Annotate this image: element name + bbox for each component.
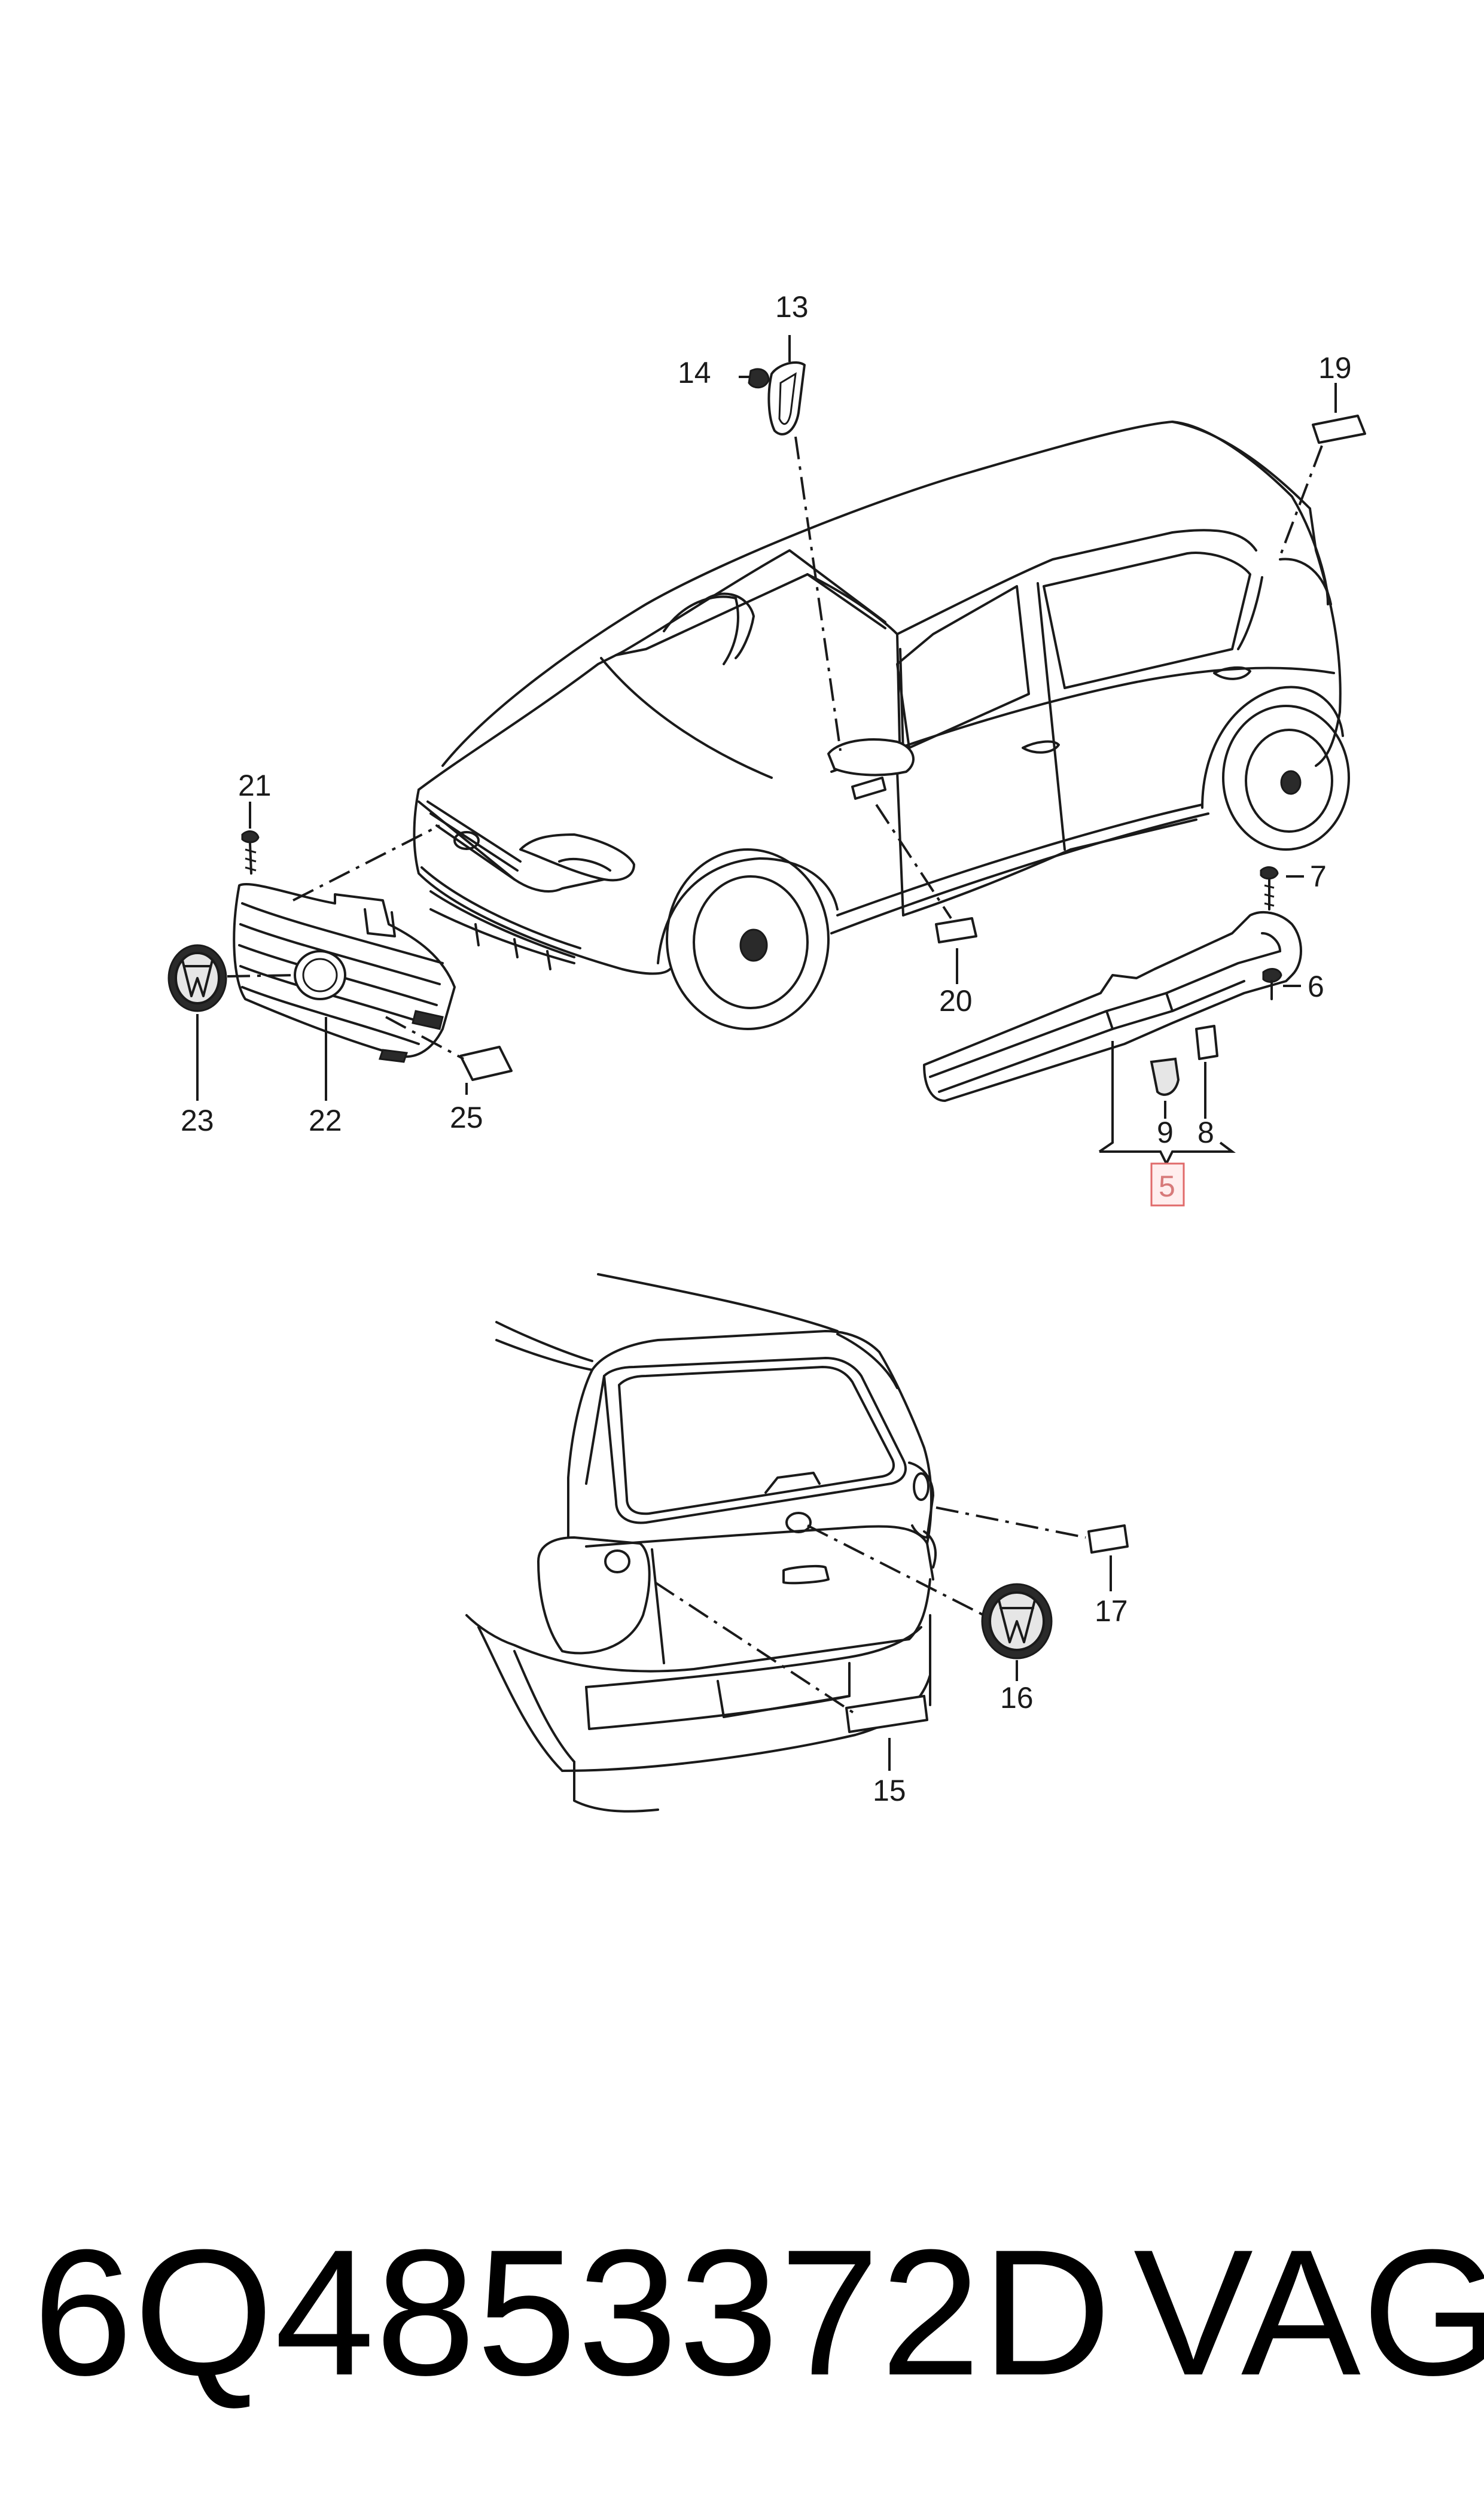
radiator-grille-part-22: [233, 883, 456, 1063]
car-front-three-quarter-view: [413, 421, 1350, 1030]
footer: 6Q4853372D VAG: [33, 2212, 1484, 2413]
callout-5: 5: [1159, 1170, 1175, 1203]
callout-9: 9: [1157, 1116, 1174, 1149]
callout-13: 13: [775, 290, 809, 324]
callout-20: 20: [939, 984, 973, 1018]
callout-17: 17: [1095, 1594, 1128, 1628]
clip-part-9: [1150, 1057, 1180, 1096]
callout-14: 14: [678, 356, 711, 389]
label-part-20: [935, 917, 977, 943]
leader-lines: [196, 335, 1337, 1771]
callout-21: 21: [238, 769, 272, 802]
callout-6: 6: [1308, 970, 1324, 1003]
callout-7: 7: [1310, 860, 1327, 893]
sill-trim-part-5: [923, 911, 1302, 1102]
corner-trim-part-13: [739, 361, 806, 436]
screw-part-21: [241, 830, 260, 875]
car-rear-view: [465, 1273, 937, 1813]
highlight-box-part-5: [1150, 1162, 1185, 1207]
label-part-15: [845, 1695, 928, 1733]
callout-labels: 13 14 19 20 21 23 22 25 7 6 9 8 5 17 16 …: [181, 290, 1352, 1807]
callout-16: 16: [1000, 1681, 1034, 1715]
callout-23: 23: [181, 1104, 214, 1137]
callout-22: 22: [309, 1104, 342, 1137]
vw-emblem-part-16: [981, 1583, 1053, 1660]
callout-25: 25: [450, 1101, 483, 1134]
callout-15: 15: [873, 1774, 906, 1807]
callout-19: 19: [1318, 351, 1352, 385]
clip-part-6: [1262, 968, 1282, 1000]
label-part-25: [459, 1046, 513, 1081]
brand-name: VAG: [1133, 2212, 1484, 2413]
label-part-17: [1087, 1524, 1129, 1554]
label-part-19: [1312, 415, 1366, 444]
vw-emblem-part-23: [167, 944, 227, 1012]
screw-part-7: [1260, 866, 1279, 911]
part-number: 6Q4853372D: [33, 2212, 1113, 2413]
callout-8: 8: [1197, 1116, 1214, 1149]
clip-part-8: [1195, 1025, 1218, 1060]
